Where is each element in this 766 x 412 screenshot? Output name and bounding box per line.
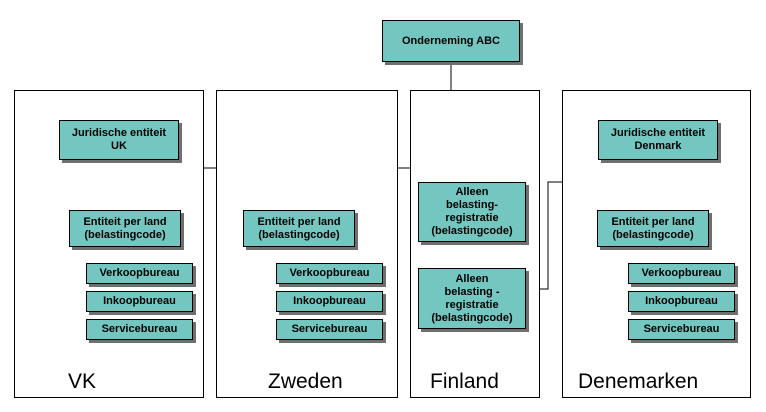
country-label-denemarken: Denemarken (578, 370, 699, 393)
country-label-zweden: Zweden (268, 370, 343, 393)
country-label-finland: Finland (430, 370, 499, 393)
office-zweden-verkoop: Verkoopbureau (276, 263, 383, 284)
company-box: Onderneming ABC (382, 20, 520, 62)
tax-registration-2: Alleen belasting - registratie (belastin… (418, 268, 526, 329)
country-entity-vk: Entiteit per land (belastingcode) (69, 210, 181, 247)
office-vk-verkoop: Verkoopbureau (86, 263, 193, 284)
office-zweden-service: Servicebureau (276, 319, 383, 340)
legal-entity-uk: Juridische entiteit UK (59, 120, 179, 160)
office-vk-service: Servicebureau (86, 319, 193, 340)
office-denemarken-service: Servicebureau (628, 319, 735, 340)
office-denemarken-inkoop: Inkoopbureau (628, 291, 735, 312)
country-label-vk: VK (68, 370, 97, 393)
legal-entity-denmark: Juridische entiteit Denmark (598, 120, 718, 160)
office-denemarken-verkoop: Verkoopbureau (628, 263, 735, 284)
country-entity-zweden: Entiteit per land (belastingcode) (243, 210, 355, 247)
office-zweden-inkoop: Inkoopbureau (276, 291, 383, 312)
tax-registration-1: Alleen belasting- registratie (belasting… (418, 182, 526, 242)
office-vk-inkoop: Inkoopbureau (86, 291, 193, 312)
country-entity-denemarken: Entiteit per land (belastingcode) (597, 210, 709, 247)
column-finland (410, 90, 540, 398)
